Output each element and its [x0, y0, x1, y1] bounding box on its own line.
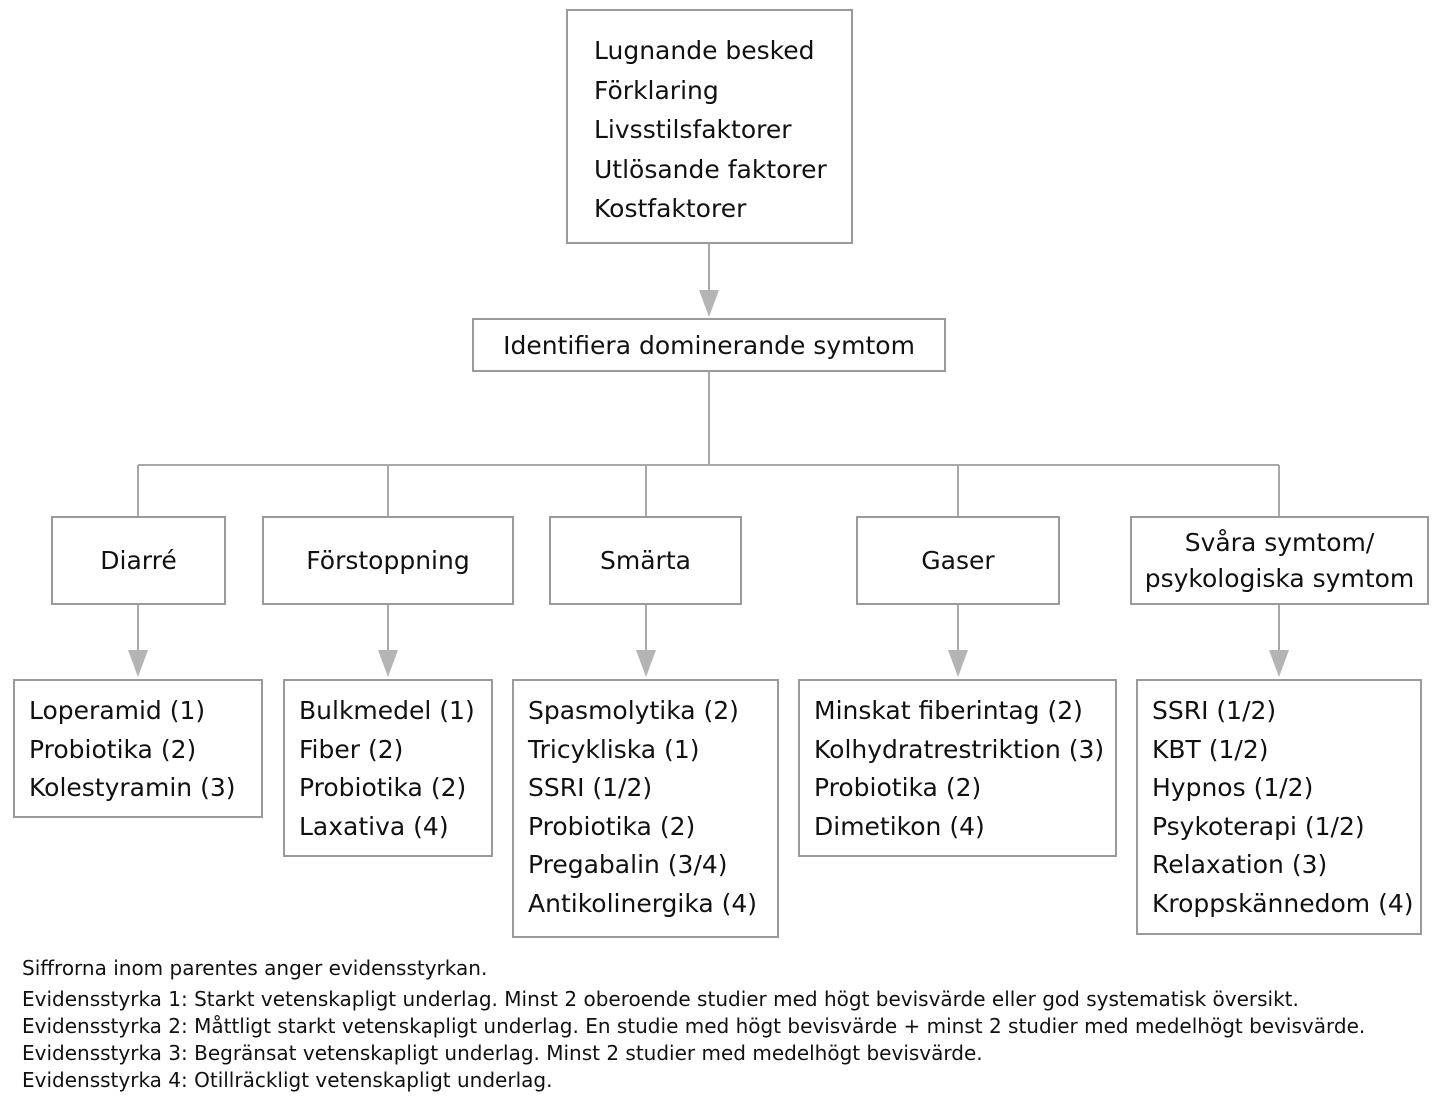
treatment-item: Probiotika (2) — [299, 773, 467, 802]
evidence-legend: Siffrorna inom parentes anger evidenssty… — [22, 955, 1365, 1094]
category-label: Diarré — [100, 545, 177, 575]
arrow-to-identify — [699, 290, 719, 317]
treatment-item: SSRI (1/2) — [528, 773, 653, 802]
category-label: Gaser — [921, 545, 995, 575]
arrow-to-forstoppning-list — [378, 650, 398, 677]
legend-level-1: Evidensstyrka 1: Starkt vetenskapligt un… — [22, 987, 1299, 1011]
treatment-item: SSRI (1/2) — [1152, 696, 1277, 725]
arrow-to-gaser-list — [948, 650, 968, 677]
identify-label: Identifiera dominerande symtom — [503, 330, 915, 360]
general-advice-line: Livsstilsfaktorer — [594, 115, 792, 144]
treatment-item: Bulkmedel (1) — [299, 696, 475, 725]
treatment-item: Minskat fiberintag (2) — [814, 696, 1083, 725]
treatment-item: Kroppskännedom (4) — [1152, 888, 1414, 918]
treatment-item: Relaxation (3) — [1152, 850, 1328, 879]
treatment-item: Dimetikon (4) — [814, 811, 985, 841]
treatment-list-smarta: Spasmolytika (2) Tricykliska (1) SSRI (1… — [512, 679, 779, 938]
legend-level-3: Evidensstyrka 3: Begränsat vetenskapligt… — [22, 1041, 983, 1065]
legend-level-4: Evidensstyrka 4: Otillräckligt vetenskap… — [22, 1068, 553, 1092]
treatment-item: Probiotika (2) — [29, 734, 197, 764]
category-label: Smärta — [600, 545, 691, 575]
treatment-item: Loperamid (1) — [29, 696, 206, 725]
treatment-list-diarre: Loperamid (1) Probiotika (2) Kolestyrami… — [13, 679, 263, 818]
treatment-item: KBT (1/2) — [1152, 734, 1269, 764]
identify-dominant-symptom-box: Identifiera dominerande symtom — [472, 318, 946, 372]
treatment-list-forstoppning: Bulkmedel (1) Fiber (2) Probiotika (2) L… — [283, 679, 493, 857]
treatment-item: Fiber (2) — [299, 734, 404, 764]
treatment-item: Kolestyramin (3) — [29, 773, 236, 802]
treatment-item: Antikolinergika (4) — [528, 888, 758, 918]
category-box-svara-symtom: Svåra symtom/ psykologiska symtom — [1130, 516, 1429, 605]
treatment-item: Kolhydratrestriktion (3) — [814, 734, 1105, 764]
arrow-to-svara-list — [1269, 650, 1289, 677]
category-label-line: Svåra symtom/ — [1184, 527, 1375, 557]
arrow-to-diarre-list — [128, 650, 148, 677]
general-advice-box: Lugnande besked Förklaring Livsstilsfakt… — [566, 9, 853, 244]
category-box-smarta: Smärta — [549, 516, 742, 605]
treatment-list-svara-symtom: SSRI (1/2) KBT (1/2) Hypnos (1/2) Psykot… — [1136, 679, 1422, 935]
category-box-forstoppning: Förstoppning — [262, 516, 514, 605]
treatment-item: Tricykliska (1) — [528, 734, 700, 764]
treatment-item: Spasmolytika (2) — [528, 696, 739, 725]
category-box-gaser: Gaser — [856, 516, 1060, 605]
treatment-item: Psykoterapi (1/2) — [1152, 811, 1365, 841]
treatment-item: Probiotika (2) — [814, 773, 982, 802]
general-advice-line: Kostfaktorer — [594, 194, 747, 223]
treatment-item: Hypnos (1/2) — [1152, 773, 1314, 802]
treatment-item: Pregabalin (3/4) — [528, 850, 728, 879]
category-label-line: psykologiska symtom — [1144, 563, 1415, 593]
treatment-item: Probiotika (2) — [528, 811, 696, 841]
general-advice-line: Lugnande besked — [594, 36, 815, 65]
treatment-list-gaser: Minskat fiberintag (2) Kolhydratrestrikt… — [798, 679, 1117, 857]
category-box-diarre: Diarré — [51, 516, 226, 605]
category-label: Förstoppning — [306, 545, 470, 575]
general-advice-line: Utlösande faktorer — [594, 154, 827, 184]
treatment-item: Laxativa (4) — [299, 811, 449, 841]
legend-level-2: Evidensstyrka 2: Måttligt starkt vetensk… — [22, 1014, 1366, 1038]
arrow-to-smarta-list — [636, 650, 656, 677]
legend-note: Siffrorna inom parentes anger evidenssty… — [22, 956, 488, 980]
general-advice-line: Förklaring — [594, 75, 719, 105]
